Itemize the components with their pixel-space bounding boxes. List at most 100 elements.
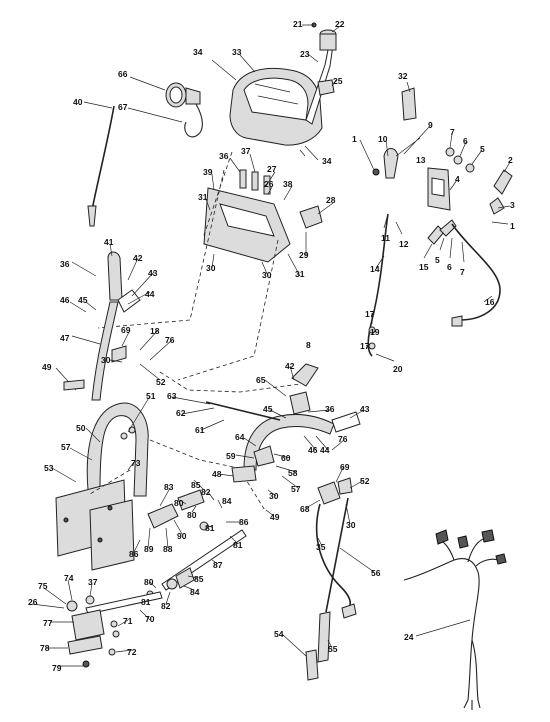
part-callout: 54 <box>274 629 284 639</box>
part-callout: 58 <box>288 468 298 478</box>
part-callout: 45 <box>78 295 88 305</box>
part-callout: 70 <box>145 614 155 624</box>
part-callout: 86 <box>239 517 249 527</box>
part-callout: 88 <box>163 544 173 554</box>
part-callout: 44 <box>145 289 155 299</box>
part-callout: 22 <box>335 19 345 29</box>
part-callout: 31 <box>295 269 305 279</box>
part-callout: 11 <box>381 233 390 243</box>
part-callout: 3 <box>510 200 515 210</box>
part-callout: 24 <box>404 632 414 642</box>
part-callout: 76 <box>165 335 175 345</box>
part-callout: 20 <box>393 364 403 374</box>
part-callout: 55 <box>328 644 338 654</box>
part-callout: 80 <box>187 510 197 520</box>
part-callout: 59 <box>226 451 236 461</box>
part-callout: 49 <box>270 512 280 522</box>
part-callout: 5 <box>435 255 440 265</box>
part-callout: 82 <box>161 601 171 611</box>
part-callout: 7 <box>450 127 455 137</box>
part-callout: 89 <box>144 544 154 554</box>
part-callout: 39 <box>203 167 213 177</box>
part-callout: 46 <box>60 295 70 305</box>
lower-handle-frame <box>51 395 205 571</box>
control-cables <box>365 213 501 362</box>
part-callout: 43 <box>360 404 370 414</box>
wiring-harness <box>403 529 507 710</box>
part-callout: 81 <box>205 523 215 533</box>
part-callout: 27 <box>267 164 277 174</box>
part-callout: 8 <box>306 340 311 350</box>
part-callout: 15 <box>419 262 429 272</box>
part-callout: 57 <box>61 442 71 452</box>
part-callout: 6 <box>447 262 452 272</box>
part-callout: 76 <box>338 434 348 444</box>
part-callout: 43 <box>148 268 158 278</box>
part-callout: 78 <box>40 643 50 653</box>
part-callout: 23 <box>300 49 310 59</box>
part-callout: 6 <box>463 136 468 146</box>
part-callout: 30 <box>101 355 111 365</box>
part-callout: 10 <box>378 134 388 144</box>
control-assembly <box>359 81 513 263</box>
part-callout: 31 <box>198 192 208 202</box>
part-callout: 85 <box>194 574 204 584</box>
part-callout: 12 <box>399 239 409 249</box>
part-callout: 52 <box>360 476 370 486</box>
upper-handle-right <box>171 363 365 489</box>
part-callout: 50 <box>76 423 86 433</box>
part-callout: 36 <box>60 259 70 269</box>
part-callout: 57 <box>291 484 301 494</box>
part-callout: 21 <box>293 19 303 29</box>
part-callout: 14 <box>370 264 380 274</box>
part-callout: 53 <box>44 463 54 473</box>
part-callout: 85 <box>191 480 201 490</box>
part-callout: 69 <box>121 325 131 335</box>
part-callout: 1 <box>352 134 357 144</box>
part-callout: 63 <box>167 391 177 401</box>
part-callout: 36 <box>219 151 229 161</box>
part-callout: 4 <box>455 174 460 184</box>
part-callout: 61 <box>195 425 205 435</box>
upper-handle-left <box>55 243 173 401</box>
part-callout: 71 <box>123 616 133 626</box>
part-callout: 46 <box>308 445 318 455</box>
part-callout: 81 <box>233 540 243 550</box>
part-callout: 83 <box>164 482 174 492</box>
part-callout: 34 <box>193 47 203 57</box>
part-callout: 30 <box>346 520 356 530</box>
chute-bracket <box>203 153 334 277</box>
part-callout: 7 <box>460 267 465 277</box>
part-callout: 41 <box>104 237 114 247</box>
part-callout: 65 <box>256 375 266 385</box>
part-callout: 33 <box>232 47 242 57</box>
part-callout: 86 <box>129 549 139 559</box>
part-callout: 84 <box>222 496 232 506</box>
part-callout: 17 <box>360 341 370 351</box>
part-callout: 13 <box>416 155 426 165</box>
part-callout: 9 <box>428 120 433 130</box>
part-callout: 64 <box>235 432 245 442</box>
cable-40 <box>83 101 115 227</box>
part-callout: 18 <box>150 326 160 336</box>
part-callout: 66 <box>118 69 128 79</box>
part-callout: 17 <box>365 309 375 319</box>
part-callout: 36 <box>325 404 335 414</box>
part-callout: 29 <box>299 250 309 260</box>
part-callout: 82 <box>201 487 211 497</box>
chute-assembly <box>127 22 344 161</box>
part-callout: 42 <box>285 361 295 371</box>
part-callout: 44 <box>320 445 330 455</box>
part-callout: 75 <box>38 581 48 591</box>
part-callout: 34 <box>322 156 332 166</box>
part-callout: 56 <box>371 568 381 578</box>
part-callout: 73 <box>131 458 141 468</box>
part-callout: 52 <box>156 377 166 387</box>
part-callout: 30 <box>206 263 216 273</box>
part-callout: 19 <box>370 327 380 337</box>
part-callout: 60 <box>281 453 291 463</box>
part-callout: 90 <box>177 531 187 541</box>
part-callout: 42 <box>133 253 143 263</box>
part-callout: 80 <box>144 577 154 587</box>
